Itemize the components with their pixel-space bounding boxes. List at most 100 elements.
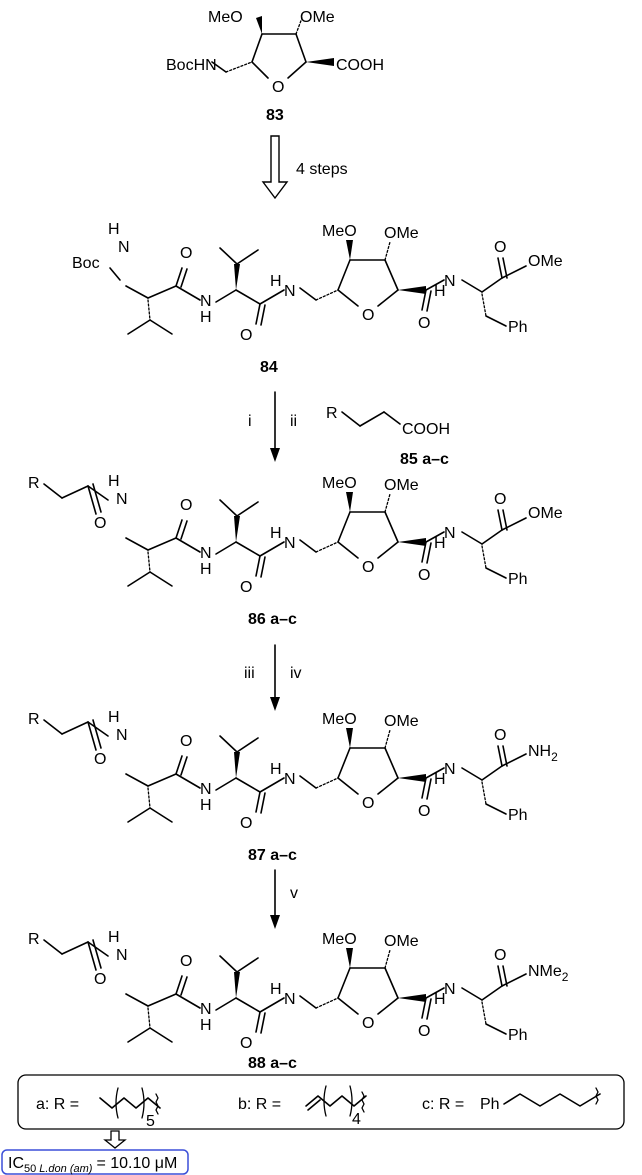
- meo-label: MeO: [322, 475, 357, 492]
- nh3-h-label: H: [270, 981, 282, 998]
- nh1-n-label: N: [116, 491, 128, 508]
- compound-83: MeO OMe BocHN O COOH 83: [166, 9, 384, 124]
- acyl-o-label: O: [94, 751, 106, 768]
- open-arrow-4-steps: 4 steps: [261, 135, 348, 200]
- meo-label: MeO: [322, 223, 357, 240]
- open-arrow-activity: [103, 1130, 127, 1149]
- r-label: R: [326, 405, 338, 422]
- nh1-h-label: H: [108, 709, 120, 726]
- acyl-o-label: O: [94, 515, 106, 532]
- nh3-n-label: N: [284, 283, 296, 300]
- nme2-terminal-label: NMe2: [528, 963, 569, 984]
- ph-label: Ph: [508, 571, 528, 588]
- meo-label: MeO: [208, 9, 243, 26]
- nh2-terminal-label: NH2: [528, 743, 558, 764]
- nh1-h-label: H: [108, 929, 120, 946]
- compound-number-86: 86 a–c: [248, 611, 297, 628]
- legend-c-label: c: R =: [422, 1096, 464, 1113]
- step-label-4-steps: 4 steps: [296, 161, 348, 178]
- arrow-v: v: [270, 869, 298, 929]
- compound-number-87: 87 a–c: [248, 847, 297, 864]
- bochn-label: BocHN: [166, 57, 217, 74]
- r-label: R: [28, 475, 40, 492]
- compound-84: Boc N H O N H O N H MeO OMe O O N H O OM…: [72, 221, 563, 376]
- ph-label: Ph: [508, 807, 528, 824]
- compound-number-84: 84: [260, 359, 278, 376]
- carbonyl-o-label-2: O: [240, 815, 252, 832]
- carbonyl-o-label-2: O: [240, 1035, 252, 1052]
- nh2-n-label: N: [200, 1001, 212, 1018]
- nh3-n-label: N: [284, 991, 296, 1008]
- carbonyl-o-label: O: [180, 497, 192, 514]
- ph-label: Ph: [508, 1027, 528, 1044]
- nh4-n-label: N: [444, 273, 456, 290]
- compound-number-83: 83: [266, 107, 284, 124]
- nh4-n-label: N: [444, 981, 456, 998]
- legend-a-repeat: 5: [146, 1113, 155, 1130]
- step-label-iii: iii: [244, 665, 255, 682]
- ester-o-label: O: [494, 239, 506, 256]
- nh3-n-label: N: [284, 535, 296, 552]
- r-label: R: [28, 931, 40, 948]
- arrow-i-ii: i ii R COOH 85 a–c: [248, 391, 450, 468]
- ome-ester-label: OMe: [528, 505, 563, 522]
- compound-88: R O N H O N H O N H MeO OMe O O N H O NM…: [28, 929, 569, 1072]
- ome-label: OMe: [384, 713, 419, 730]
- amide-o-label: O: [418, 1023, 430, 1040]
- nh2-h-label: H: [200, 309, 212, 326]
- step-label-i: i: [248, 413, 252, 430]
- ring-o-label: O: [272, 79, 284, 96]
- ring-o-label: O: [362, 559, 374, 576]
- nh4-n-label: N: [444, 525, 456, 542]
- step-label-ii: ii: [290, 413, 297, 430]
- nh-n-label: N: [118, 239, 130, 256]
- nh4-h-label: H: [434, 535, 446, 552]
- compound-86: R O N H O N H O N H MeO OMe O O N H O OM…: [28, 473, 563, 628]
- compound-number-88: 88 a–c: [248, 1055, 297, 1072]
- ome-label: OMe: [384, 225, 419, 242]
- legend-b-label: b: R =: [238, 1096, 281, 1113]
- ring-o-label: O: [362, 1015, 374, 1032]
- nh3-n-label: N: [284, 771, 296, 788]
- carbonyl-o-label: O: [180, 245, 192, 262]
- nh3-h-label: H: [270, 273, 282, 290]
- nh4-h-label: H: [434, 771, 446, 788]
- nh2-h-label: H: [200, 561, 212, 578]
- ome-ester-label: OMe: [528, 253, 563, 270]
- acyl-o-label: O: [94, 971, 106, 988]
- carbonyl-o-label-2: O: [240, 327, 252, 344]
- meo-label: MeO: [322, 931, 357, 948]
- arrow-iii-iv: iii iv: [244, 644, 302, 711]
- r-label: R: [28, 711, 40, 728]
- meo-label: MeO: [322, 711, 357, 728]
- ph-label: Ph: [508, 319, 528, 336]
- ester-o-label: O: [494, 491, 506, 508]
- nh4-h-label: H: [434, 991, 446, 1008]
- nh1-h-label: H: [108, 473, 120, 490]
- ome-label: OMe: [384, 477, 419, 494]
- nh1-n-label: N: [116, 727, 128, 744]
- ring-o-label: O: [362, 307, 374, 324]
- carbonyl-o-label: O: [180, 733, 192, 750]
- carbonyl-o-label-2: O: [240, 579, 252, 596]
- amide-end-o-label: O: [494, 947, 506, 964]
- cooh-label: COOH: [336, 57, 384, 74]
- ome-label: OMe: [384, 933, 419, 950]
- nh2-n-label: N: [200, 293, 212, 310]
- legend-b-repeat: 4: [352, 1111, 361, 1128]
- cooh-label: COOH: [402, 421, 450, 438]
- nh2-h-label: H: [200, 1017, 212, 1034]
- ome-label: OMe: [300, 9, 335, 26]
- amide-end-o-label: O: [494, 727, 506, 744]
- nh3-h-label: H: [270, 525, 282, 542]
- nh2-n-label: N: [200, 545, 212, 562]
- nh-h-label: H: [108, 221, 120, 238]
- nh1-n-label: N: [116, 947, 128, 964]
- step-label-iv: iv: [290, 665, 302, 682]
- boc-label: Boc: [72, 255, 100, 272]
- nh4-h-label: H: [434, 283, 446, 300]
- amide-o-label: O: [418, 315, 430, 332]
- legend-a-label: a: R =: [36, 1096, 79, 1113]
